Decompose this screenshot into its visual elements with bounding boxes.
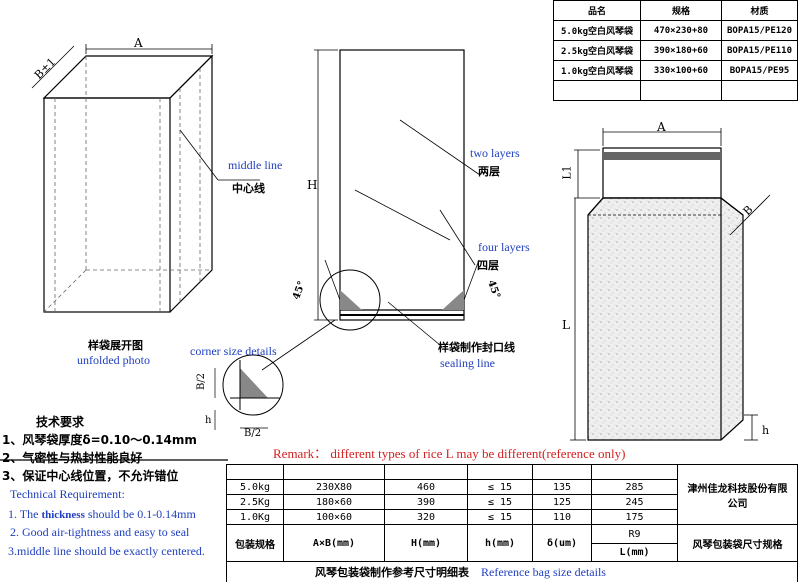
right-dim-h: h <box>762 424 770 437</box>
right-bag-figure <box>570 128 771 441</box>
right-dim-a: A <box>657 120 666 134</box>
header-delta: δ(um) <box>532 524 592 562</box>
middle-line-en: middle line <box>228 158 283 172</box>
center-dim-h: H <box>307 178 318 192</box>
tech-item-2-en: 2. Good air-tightness and easy to seal <box>10 525 190 539</box>
tech-title-cn: 技术要求 <box>36 415 85 429</box>
corner-details-en: corner size details <box>190 344 277 358</box>
header-package-spec: 包装规格 <box>226 524 284 562</box>
table-row: 2.5kg空白风琴袋 390×180+60 BOPA15/PE110 <box>553 40 798 61</box>
right-dim-l1: L1 <box>560 165 574 180</box>
sealing-line-cn: 样袋制作封口线 <box>438 341 515 354</box>
spec-table: 品名 规格 材质 5.0kg空白风琴袋 470×230+80 BOPA15/PE… <box>553 0 798 101</box>
corner-h: h <box>205 415 212 426</box>
footer-cn: 风琴包装袋制作参考尺寸明细表 <box>315 566 469 579</box>
table-row: 5.0kg空白风琴袋 470×230+80 BOPA15/PE120 <box>553 20 798 41</box>
tech-item-3-en: 3.middle line should be exactly centered… <box>8 544 205 558</box>
spec-header-name: 品名 <box>553 0 641 21</box>
center-bag-figure <box>261 49 481 371</box>
header-l: R9 L(mm) <box>591 524 678 562</box>
size-header-spacer: 津州佳龙科技股份有限公司 <box>226 464 798 525</box>
spec-header-material: 材质 <box>721 0 798 21</box>
corner-detail-figure <box>214 354 284 430</box>
table-row: 2.5Kg 180×60 390 ≤ 15 125 245 <box>226 494 798 510</box>
sealing-line-en: sealing line <box>440 356 495 370</box>
header-ab: A×B(mm) <box>283 524 385 562</box>
two-layers-cn: 两层 <box>478 165 500 178</box>
tech-item-1-en: 1. The thickness should be 0.1-0.14mm <box>8 507 196 521</box>
left-caption-cn: 样袋展开图 <box>88 339 143 352</box>
table-row <box>553 80 798 101</box>
header-l-mm: L(mm) <box>619 546 650 558</box>
four-layers-cn: 四层 <box>477 259 499 272</box>
corner-b2-bottom: B/2 <box>244 428 262 439</box>
tech-item-1-cn: 1、风琴袋厚度δ=0.10～0.14mm <box>2 433 197 447</box>
remark-text: Remark： different types of rice L may be… <box>273 446 626 461</box>
tech-item-2-cn: 2、气密性与热封性能良好 <box>2 451 143 465</box>
table-row: 1.0Kg 100×60 320 ≤ 15 110 175 <box>226 509 798 525</box>
footer-en: Reference bag size details <box>481 565 606 579</box>
header-small-h: h(mm) <box>467 524 533 562</box>
tech-item-3-cn: 3、保证中心线位置，不允许错位 <box>2 469 179 483</box>
tech-title-en: Technical Requirement: <box>10 487 125 501</box>
header-h: H(mm) <box>384 524 468 562</box>
left-bag-figure <box>31 44 260 313</box>
table-row: 5.0kg 230X80 460 ≤ 15 135 285 <box>226 479 798 495</box>
size-table: 津州佳龙科技股份有限公司 5.0kg 230X80 460 ≤ 15 135 2… <box>226 464 798 582</box>
header-r9: R9 <box>592 526 677 544</box>
corner-b2-left: B/2 <box>196 372 208 391</box>
four-layers-en: four layers <box>478 240 530 254</box>
right-dim-l: L <box>562 318 570 332</box>
spec-header-row: 品名 规格 材质 <box>553 0 798 21</box>
middle-line-cn: 中心线 <box>232 182 265 195</box>
left-caption-en: unfolded photo <box>77 353 150 367</box>
left-dim-a: A <box>134 36 143 50</box>
product-name: 风琴包装袋尺寸规格 <box>677 524 798 562</box>
size-header-row: 包装规格 A×B(mm) H(mm) h(mm) δ(um) R9 L(mm) … <box>226 524 798 562</box>
company-name: 津州佳龙科技股份有限公司 <box>677 464 798 525</box>
two-layers-en: two layers <box>470 146 520 160</box>
table-row: 1.0kg空白风琴袋 330×100+60 BOPA15/PE95 <box>553 60 798 81</box>
spec-header-size: 规格 <box>640 0 722 21</box>
size-footer-row: 风琴包装袋制作参考尺寸明细表 Reference bag size detail… <box>226 561 798 582</box>
